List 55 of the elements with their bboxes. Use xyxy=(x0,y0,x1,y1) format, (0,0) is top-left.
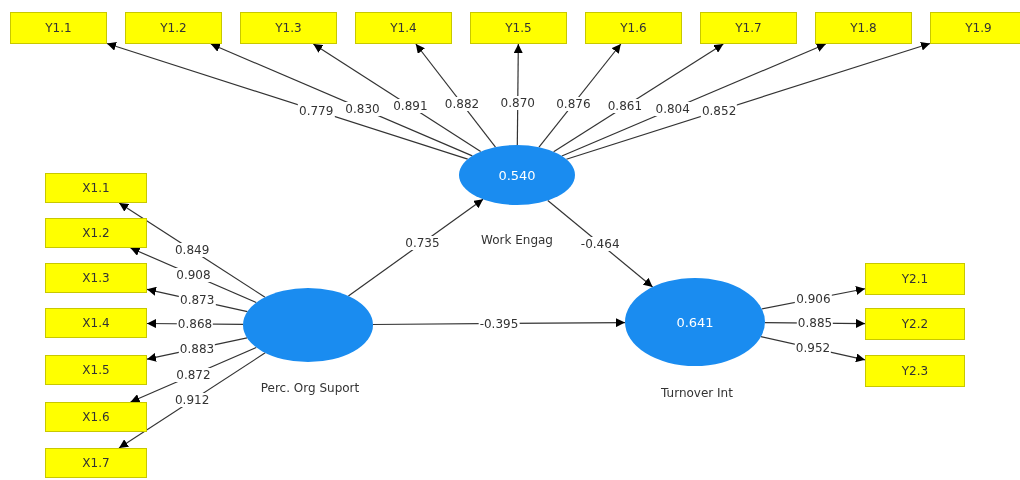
latent-variable-ellipse xyxy=(459,145,575,205)
edge-label: -0.395 xyxy=(478,316,520,331)
edge-label: 0.779 xyxy=(298,103,335,118)
edge-label: 0.804 xyxy=(654,101,691,116)
edge-label: 0.868 xyxy=(176,316,214,331)
indicator-box: X1.2 xyxy=(45,218,147,248)
indicator-box: Y2.1 xyxy=(865,263,965,295)
r-squared-value: 0.540 xyxy=(498,167,536,183)
edge-label: 0.849 xyxy=(173,243,211,258)
edge-label: 0.876 xyxy=(555,96,592,111)
edge-label: 0.830 xyxy=(344,101,381,116)
indicator-box: X1.5 xyxy=(45,355,147,385)
indicator-box: Y1.7 xyxy=(700,12,797,44)
construct-name: Perc. Org Suport xyxy=(260,381,360,395)
indicator-box: Y1.1 xyxy=(10,12,107,44)
indicator-box: Y1.9 xyxy=(930,12,1020,44)
indicator-box: Y2.3 xyxy=(865,355,965,387)
edge-label: 0.891 xyxy=(392,99,429,114)
indicator-box: Y2.2 xyxy=(865,308,965,340)
indicator-box: Y1.5 xyxy=(470,12,567,44)
indicator-box: X1.4 xyxy=(45,308,147,338)
arrow xyxy=(312,43,482,153)
edge-label: 0.908 xyxy=(175,268,212,283)
arrow xyxy=(565,41,931,160)
edge-label: 0.906 xyxy=(795,291,832,306)
edge-label: 0.883 xyxy=(178,341,216,356)
edge-label: -0.464 xyxy=(579,236,621,251)
edge-label: 0.912 xyxy=(173,393,211,408)
indicator-box: X1.6 xyxy=(45,402,147,432)
edge-label: 0.882 xyxy=(443,96,481,111)
construct-name: Work Engag xyxy=(481,233,553,247)
edge-label: 0.952 xyxy=(794,341,832,356)
indicator-box: Y1.8 xyxy=(815,12,912,44)
arrow xyxy=(538,43,622,148)
indicator-box: Y1.6 xyxy=(585,12,682,44)
edge-label: 0.861 xyxy=(606,99,644,114)
indicator-box: X1.1 xyxy=(45,173,147,203)
indicator-box: Y1.2 xyxy=(125,12,222,44)
arrow xyxy=(553,43,724,153)
edge-label: 0.735 xyxy=(404,235,441,250)
arrow xyxy=(210,43,473,157)
construct-name: Turnover Int xyxy=(661,386,733,400)
indicator-box: X1.3 xyxy=(45,263,147,293)
edge-label: 0.852 xyxy=(700,103,738,118)
indicator-box: X1.7 xyxy=(45,448,147,478)
indicator-box: Y1.3 xyxy=(240,12,337,44)
arrow xyxy=(513,43,523,146)
arrow xyxy=(106,42,469,160)
r-squared-value: 0.641 xyxy=(676,314,714,330)
edge-label: 0.873 xyxy=(179,293,216,308)
edge-label: 0.870 xyxy=(499,95,536,110)
latent-variable-ellipse xyxy=(243,288,373,362)
edge-label: 0.872 xyxy=(175,367,212,382)
indicator-box: Y1.4 xyxy=(355,12,452,44)
arrow xyxy=(415,43,497,148)
